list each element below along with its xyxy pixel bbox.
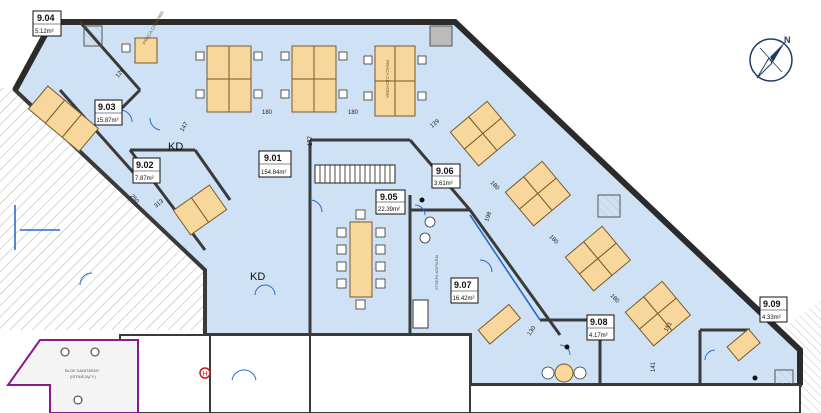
svg-text:9.08: 9.08 bbox=[590, 317, 608, 327]
office-chairs bbox=[121, 43, 587, 380]
svg-text:5.12m²: 5.12m² bbox=[35, 29, 54, 35]
desk-cluster-room-903 bbox=[27, 85, 100, 153]
room-label-9-08: 9.08 4.17m² bbox=[586, 314, 615, 341]
round-table-908 bbox=[554, 363, 574, 383]
room-label-9-06: 9.06 3.61m² bbox=[431, 163, 461, 189]
sanitary-label: BLOK SANITARNY bbox=[65, 368, 100, 373]
desk-cluster-top-2 bbox=[291, 45, 337, 113]
dimension-label: 180 bbox=[262, 110, 273, 116]
compass-north-label: N bbox=[784, 35, 791, 45]
dimension-label: 139 bbox=[429, 118, 441, 129]
room-label-9-09: 9.09 4.33m² bbox=[759, 296, 788, 323]
compass-icon bbox=[749, 38, 793, 82]
room-label-9-04: 9.04 5.12m² bbox=[32, 10, 62, 37]
room-label-9-03: 9.03 15.87m² bbox=[94, 99, 123, 126]
dimension-label: 147 bbox=[180, 121, 191, 133]
fire-extinguisher-glyph: H bbox=[203, 371, 208, 378]
exterior-wall bbox=[12, 19, 803, 385]
hatched-area-left bbox=[0, 88, 210, 330]
dimension-label: 198 bbox=[484, 211, 493, 223]
conference-chairs bbox=[336, 209, 386, 310]
column-right bbox=[597, 194, 621, 218]
desk-room-909 bbox=[726, 328, 761, 362]
column-top bbox=[429, 25, 453, 47]
room-label-9-07: 9.07 16.42m² bbox=[450, 277, 479, 304]
toilet-1 bbox=[60, 347, 70, 357]
toilet-3 bbox=[73, 395, 83, 405]
desk-cluster-diag-3 bbox=[564, 225, 632, 292]
toilet-2 bbox=[90, 347, 100, 357]
column-room-904 bbox=[83, 25, 103, 47]
dimension-label: 250 bbox=[128, 193, 139, 205]
svg-text:9.09: 9.09 bbox=[763, 299, 781, 309]
svg-text:154.84m²: 154.84m² bbox=[261, 170, 286, 176]
conference-table bbox=[349, 221, 373, 298]
dimension-label: 180 bbox=[609, 293, 621, 305]
room-markers bbox=[419, 197, 758, 381]
room-label-9-05: 9.05 22.39m² bbox=[375, 189, 406, 215]
svg-text:9.04: 9.04 bbox=[37, 13, 55, 23]
dimension-label: 177 bbox=[308, 135, 314, 146]
svg-text:9.02: 9.02 bbox=[136, 160, 154, 170]
dimension-label: 141 bbox=[651, 361, 657, 372]
lower-right-building bbox=[469, 384, 801, 413]
svg-text:3.61m²: 3.61m² bbox=[434, 181, 453, 187]
dimension-label: 180 bbox=[489, 180, 501, 192]
desk-room-904 bbox=[134, 37, 158, 64]
desk-cluster-diag-4 bbox=[624, 280, 692, 347]
svg-text:9.05: 9.05 bbox=[380, 192, 398, 202]
room-label-9-01: 9.01 154.84m² bbox=[258, 150, 292, 178]
stair-treads bbox=[319, 165, 391, 183]
svg-text:4.33m²: 4.33m² bbox=[762, 315, 781, 321]
doors bbox=[79, 109, 716, 381]
desk-cluster-diag-1 bbox=[449, 100, 517, 167]
lower-building bbox=[119, 334, 471, 413]
sanitary-block bbox=[6, 339, 139, 413]
desk-cluster-top-1 bbox=[206, 45, 252, 113]
dimension-label: 180 bbox=[548, 234, 560, 246]
svg-text:16.42m²: 16.42m² bbox=[453, 296, 475, 302]
dimension-label: 180 bbox=[348, 110, 359, 116]
sanitary-sublabel: (ISTNIEJĄCY) bbox=[70, 374, 96, 379]
printer-cabinet bbox=[412, 299, 429, 329]
svg-text:15.87m²: 15.87m² bbox=[97, 118, 119, 124]
dimension-label: 130 bbox=[527, 325, 538, 337]
fire-extinguisher-icon bbox=[199, 367, 211, 379]
printer-zone-label: STREFA KOPIARKI bbox=[434, 255, 439, 290]
svg-text:4.17m²: 4.17m² bbox=[589, 333, 608, 339]
corridor-label-upper: KD bbox=[168, 141, 183, 153]
desk-room-907 bbox=[477, 303, 522, 345]
svg-text:9.03: 9.03 bbox=[98, 102, 116, 112]
dimension-label: 151 bbox=[664, 321, 675, 333]
room-label-9-02: 9.02 7.87m² bbox=[132, 157, 161, 184]
svg-text:9.01: 9.01 bbox=[264, 153, 282, 163]
glass-walls bbox=[14, 205, 541, 321]
corridor-label-lower: KD bbox=[250, 271, 265, 283]
desk-cluster-diag-2 bbox=[504, 160, 572, 227]
dimension-label: 120 bbox=[115, 67, 126, 79]
svg-text:7.87m²: 7.87m² bbox=[135, 176, 154, 182]
desk-cluster-room-902 bbox=[172, 184, 228, 236]
desk-label-top: PRACA CICHOWA bbox=[385, 60, 390, 98]
desk-cluster-top-3 bbox=[374, 45, 416, 117]
svg-text:9.07: 9.07 bbox=[454, 280, 472, 290]
svg-text:22.39m²: 22.39m² bbox=[378, 207, 400, 213]
svg-text:9.06: 9.06 bbox=[436, 166, 454, 176]
dimension-label: 313 bbox=[153, 198, 165, 209]
